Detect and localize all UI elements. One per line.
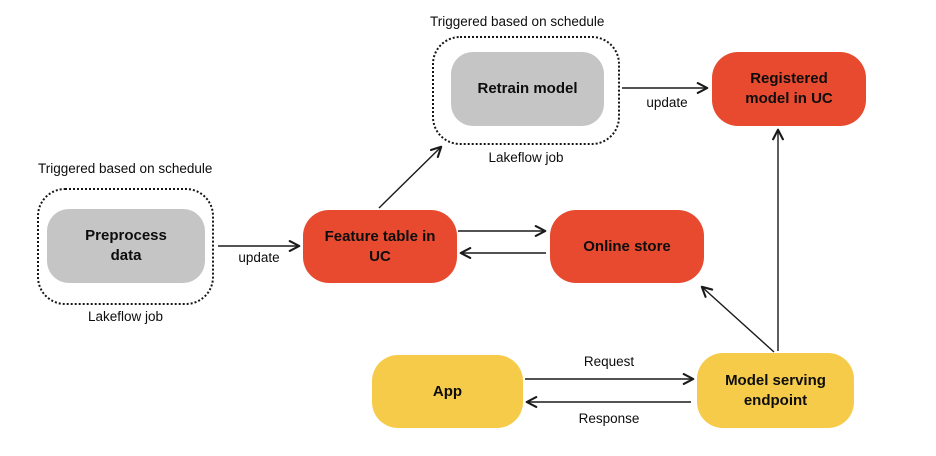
edge-label-request: Request xyxy=(583,354,635,369)
node-retrain-model: Retrain model xyxy=(451,52,604,126)
trigger-label-preprocess: Triggered based on schedule xyxy=(38,161,213,176)
arrow-model-serving-to-online-store xyxy=(700,285,775,353)
node-registered-model: Registered model in UC xyxy=(712,52,866,126)
edge-label-update-preprocess: update xyxy=(238,250,280,265)
edge-label-update-retrain: update xyxy=(646,95,688,110)
edge-label-response: Response xyxy=(578,411,640,426)
node-preprocess-data: Preprocess data xyxy=(47,209,205,283)
trigger-label-retrain: Triggered based on schedule xyxy=(430,14,605,29)
caption-lakeflow-job-retrain: Lakeflow job xyxy=(488,150,564,165)
node-feature-table: Feature table in UC xyxy=(303,210,457,283)
caption-lakeflow-job-preprocess: Lakeflow job xyxy=(87,309,164,324)
lakeflow-job-container-retrain xyxy=(432,36,620,145)
node-online-store: Online store xyxy=(550,210,704,283)
lakeflow-job-container-preprocess xyxy=(37,188,214,305)
node-model-serving: Model serving endpoint xyxy=(697,353,854,428)
node-app: App xyxy=(372,355,523,428)
